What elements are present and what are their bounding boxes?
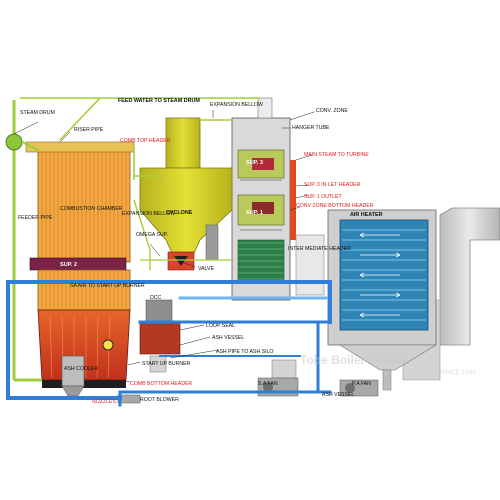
label-dcc: DCC (150, 295, 161, 301)
loop-seal (139, 299, 181, 373)
label-conv-zone: CONV. ZONE (316, 108, 348, 114)
label-omega-sup: OMEGA SUP. (136, 232, 168, 238)
label-inter-header: INTER MEDIATE HEADER (288, 246, 351, 252)
leader-lines (13, 110, 315, 383)
convection-zone (231, 97, 325, 301)
label-ash-vessel-2: ASH VESSEL (322, 392, 354, 398)
label-steam-drum: STEAM DRUM (20, 110, 55, 116)
label-ash-pipe: ASH PIPE TO ASH SILO (216, 349, 273, 355)
label-cyclone: CYCLONE (166, 210, 193, 216)
air-heater (327, 209, 438, 391)
label-loop-seal: LOOP SEAL (206, 323, 235, 329)
label-expansion-bellow-top: EXPANSION BELLOW (210, 102, 263, 108)
label-valve: VALVE (198, 266, 214, 272)
cyclone (139, 117, 233, 271)
label-ash-cooler: ASH COOLER (64, 366, 98, 372)
label-air-heater: AIR HEATER (350, 212, 383, 218)
label-combustion-chamber: COMBUSTION CHAMBER (60, 206, 123, 212)
label-start-up-burner: START UP BURNER (142, 361, 191, 367)
label-sup1: SUP. 1 (246, 210, 263, 216)
label-sup2: SUP. 2 (60, 262, 77, 268)
label-conv-bottom: CONV ZONE BOTTOM HEADER (296, 203, 374, 209)
watermark-subtext: SINCE 1945 (440, 369, 477, 376)
label-sup3: SUP. 3 (246, 160, 263, 166)
label-sup1-outlet: SUP. 1 OUTLET (304, 194, 342, 200)
label-comb-top-header: COMB TOP HEADER (120, 138, 171, 144)
label-nozzles: NOZZLES (92, 399, 116, 405)
combustion-chamber (25, 141, 135, 388)
water-pipes (20, 97, 260, 270)
ash-vessel-lower (271, 359, 297, 379)
label-feed-water: FEED WATER TO STEAM DRUM (118, 98, 200, 104)
steam-drum (5, 100, 42, 382)
label-feeder-pipe: FEEDER PIPE (18, 215, 53, 221)
label-hanger-tube: HANGER TUBE (292, 125, 330, 131)
label-pa-fan: P.A FAN (352, 381, 371, 387)
label-expansion-bellow-mid: EXPANSION BELLOW (122, 211, 175, 217)
label-sa-fan: S.A FAN (258, 381, 278, 387)
label-sa-air: SA AIR TO START UP BURNER (70, 283, 145, 289)
label-riser-pipe: RISER PIPE (74, 127, 104, 133)
fans (117, 377, 379, 404)
label-root-blower: ROOT BLOWER (140, 397, 179, 403)
watermark: Tobe Boiler Vessel SINCE 1945 (300, 353, 477, 376)
label-comb-bottom-header: COMB BOTTOM HEADER (130, 381, 192, 387)
label-sup3-inlet: SUP. 3 IN LET HEADER (304, 182, 361, 188)
labels: FEED WATER TO STEAM DRUM EXPANSION BELLO… (18, 98, 383, 405)
label-main-steam: MAIN STEAM TO TURBINE (304, 152, 369, 158)
ash-cooler (61, 355, 85, 397)
watermark-text: Tobe Boiler Vessel (300, 353, 406, 367)
label-ash-vessel: ASH VESSEL (212, 335, 244, 341)
